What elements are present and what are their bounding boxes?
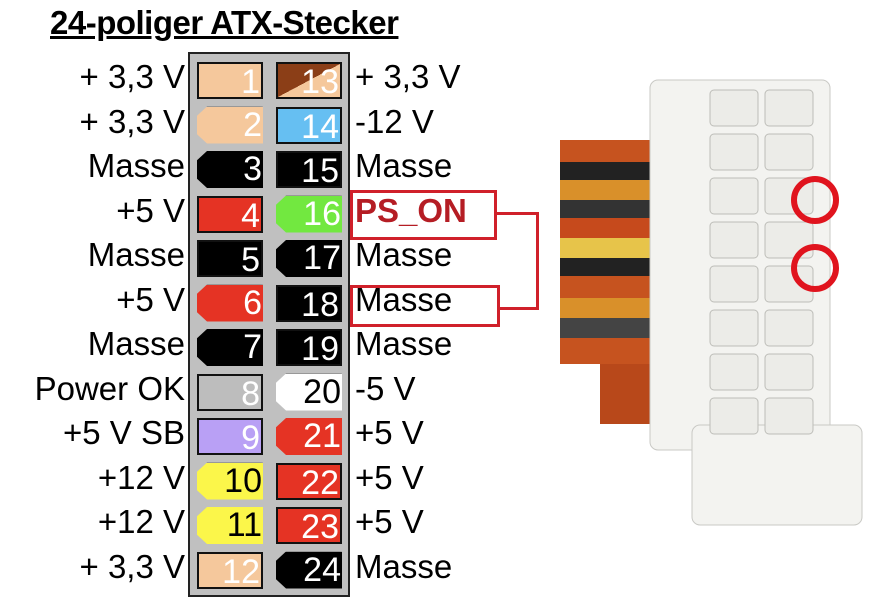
pin-cell	[709, 221, 759, 259]
pin-16: 16	[276, 195, 342, 233]
pin-13: 13	[276, 62, 342, 99]
pin-cell	[709, 353, 759, 391]
pin-18: 18	[276, 284, 342, 322]
pin-17: 17	[276, 240, 342, 277]
pin-number: 13	[301, 63, 339, 99]
wires	[560, 140, 690, 424]
pin-number: 6	[243, 284, 262, 322]
pin-number: 18	[301, 285, 339, 322]
jumper-line	[500, 307, 539, 310]
pin-15: 15	[276, 151, 342, 188]
pin-label: +5 V	[355, 458, 424, 496]
pin-22: 22	[276, 462, 342, 500]
pin-number: 16	[303, 195, 341, 233]
pin-19: 19	[276, 329, 342, 366]
pin-cell	[764, 221, 814, 259]
pin-cell	[764, 397, 814, 435]
pin-7: 7	[197, 329, 263, 366]
pin-label: Masse	[87, 147, 185, 184]
pin-number: 24	[303, 551, 341, 589]
pin-label: + 3,3 V	[79, 547, 186, 585]
pin-label: Masse	[355, 325, 453, 362]
masse-highlight-box	[350, 285, 500, 327]
pin-number: 4	[241, 196, 260, 233]
pin-label: + 3,3 V	[355, 58, 461, 95]
ps-on-highlight-box	[350, 190, 497, 240]
pin-cell	[764, 89, 814, 127]
pin-cell	[764, 309, 814, 347]
pin-11: 11	[197, 507, 263, 544]
diagram-title: 24-poliger ATX-Stecker	[50, 4, 399, 41]
pin-4: 4	[197, 195, 263, 233]
pin-label: + 3,3 V	[79, 58, 186, 95]
pin-number: 14	[301, 107, 339, 144]
pin-5: 5	[197, 240, 263, 277]
pin-number: 3	[243, 151, 262, 188]
pin-cell	[709, 265, 759, 303]
pin-8: 8	[197, 373, 263, 411]
pin-3: 3	[197, 151, 263, 188]
pin-label: Masse	[355, 236, 453, 273]
pin-20: 20	[276, 373, 342, 411]
pin-label: Masse	[87, 325, 185, 362]
pin-number: 1	[241, 63, 260, 99]
pin-2: 2	[197, 106, 263, 144]
pin-number: 15	[301, 152, 339, 188]
pin-14: 14	[276, 106, 342, 144]
pin-12: 12	[197, 551, 263, 589]
jumper-line	[497, 212, 539, 215]
pin-label: -5 V	[355, 369, 416, 407]
pin-number: 9	[241, 419, 260, 455]
pin-21: 21	[276, 418, 342, 455]
pin-number: 19	[301, 330, 339, 366]
pin-23: 23	[276, 507, 342, 544]
jumper-line	[536, 212, 539, 310]
pin-number: 12	[222, 552, 260, 589]
pin-cell	[709, 309, 759, 347]
pin-label: +12 V	[97, 503, 185, 540]
pin-label: +5 V	[355, 503, 424, 540]
pin-label: +5 V	[355, 414, 424, 451]
pin-number: 21	[303, 418, 341, 455]
pin-label: Masse	[355, 147, 453, 184]
pin-9: 9	[197, 418, 263, 455]
pin-label: Power OK	[34, 369, 185, 407]
pin-1: 1	[197, 62, 263, 99]
pin-cell	[764, 133, 814, 171]
pin-label: +5 V	[116, 280, 185, 318]
pin-number: 22	[301, 463, 339, 500]
pin-label: +12 V	[97, 458, 185, 496]
pin-6: 6	[197, 284, 263, 322]
pin-label: PS_ON	[355, 191, 467, 229]
pin-10: 10	[197, 462, 263, 500]
pin-cell	[709, 133, 759, 171]
pin-label: Masse	[87, 236, 185, 273]
pin-number: 8	[241, 374, 260, 411]
pin-cell	[709, 89, 759, 127]
highlight-circle	[791, 176, 839, 224]
pin-label: + 3,3 V	[79, 102, 186, 140]
pin-number: 10	[224, 462, 262, 500]
pin-number: 11	[226, 507, 262, 544]
pin-cell	[709, 397, 759, 435]
pin-cell	[764, 265, 814, 303]
pin-label: +5 V SB	[63, 414, 185, 451]
pin-label: Masse	[355, 547, 453, 585]
pin-number: 2	[243, 106, 262, 144]
pin-label: -12 V	[355, 102, 434, 140]
pin-number: 17	[303, 240, 341, 277]
atx-connector-photo	[560, 79, 863, 526]
pin-number: 20	[303, 373, 341, 411]
pin-cell	[709, 177, 759, 215]
highlight-circle	[791, 244, 839, 292]
pin-number: 23	[301, 508, 339, 544]
pin-number: 7	[243, 329, 262, 366]
pin-number: 5	[241, 241, 260, 277]
pin-cell	[764, 353, 814, 391]
pin-24: 24	[276, 551, 342, 589]
pin-label: +5 V	[116, 191, 185, 229]
